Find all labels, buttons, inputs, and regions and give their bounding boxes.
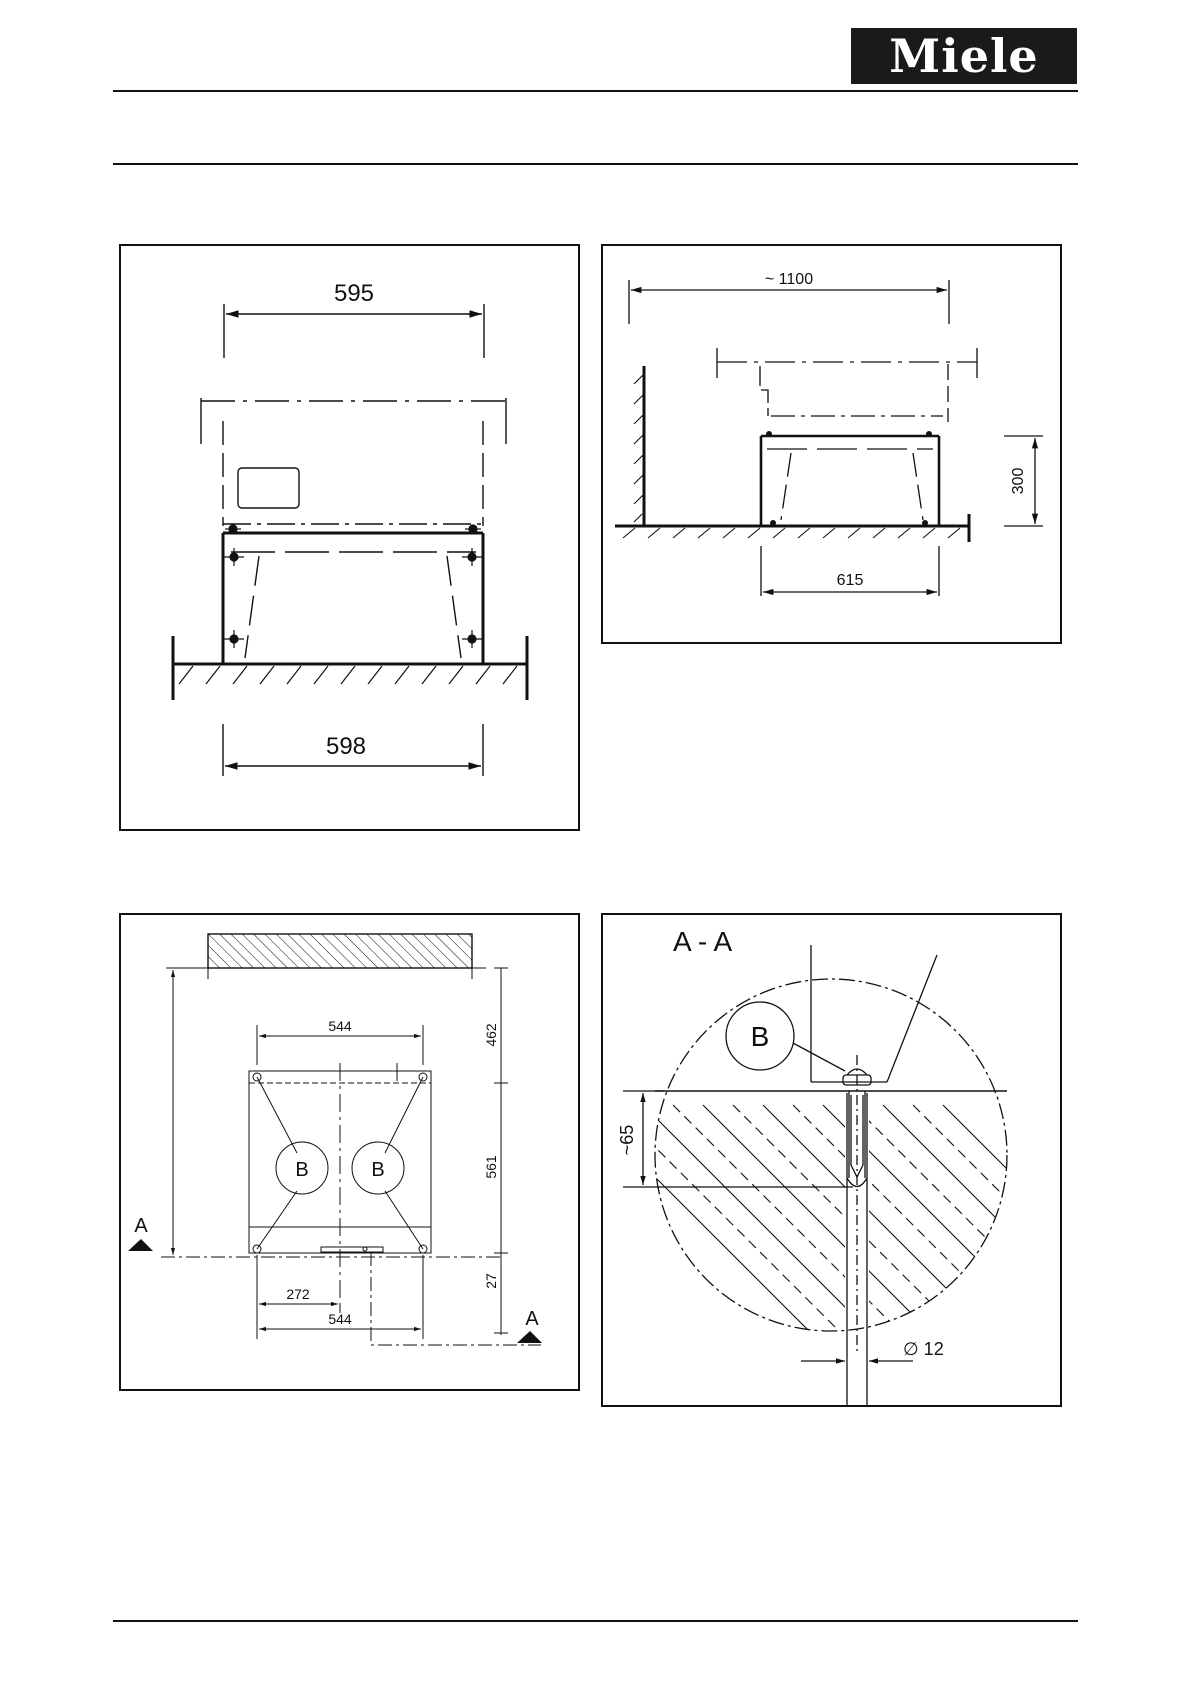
footer-rule (113, 1620, 1078, 1622)
plan-view-drawing: 544 272 544 462 561 27 B B A A (121, 915, 578, 1389)
wall-hatch (208, 934, 472, 968)
anchor-label-left: B (295, 1159, 308, 1181)
section-marker-left-icon (128, 1239, 153, 1251)
dim-height: 300 (1010, 468, 1027, 495)
section-label-left: A (134, 1215, 148, 1237)
miele-logo: Miele (851, 28, 1077, 84)
dim-anchor-depth: ~65 (617, 1125, 637, 1156)
plan-view-panel: 544 272 544 462 561 27 B B A A (119, 913, 580, 1391)
anchor-dot-icons (766, 431, 932, 526)
section-title: A - A (673, 926, 732, 957)
front-view-panel: 595 598 (119, 244, 580, 831)
header-rule-bottom (113, 163, 1078, 165)
dim-top-width: 595 (334, 280, 374, 307)
dim-depth-overall: ~ 1100 (765, 271, 813, 288)
dim-depth: 561 (483, 1155, 499, 1179)
dim-diameter: ∅ 12 (903, 1339, 944, 1359)
section-marker-right-icon (517, 1331, 542, 1343)
front-view-drawing: 595 598 (121, 246, 578, 829)
anchor-label-right: B (371, 1159, 384, 1181)
dim-dist-wall: 462 (483, 1023, 499, 1047)
section-detail-panel: A - A B ~65 ∅ 12 (601, 913, 1062, 1407)
side-view-panel: ~ 1100 300 615 (601, 244, 1062, 644)
dim-width-top: 544 (328, 1018, 352, 1034)
dim-half-width: 272 (286, 1286, 310, 1302)
dim-bottom-width: 598 (326, 733, 366, 760)
anchor-crosshair-icons (224, 525, 482, 648)
section-detail-drawing: A - A B ~65 ∅ 12 (603, 915, 1060, 1405)
dim-width-bottom: 544 (328, 1311, 352, 1327)
section-label-right: A (525, 1308, 539, 1330)
header-rule-top (113, 90, 1078, 92)
anchor-label: B (751, 1021, 770, 1052)
side-view-drawing: ~ 1100 300 615 (603, 246, 1060, 642)
dim-offset: 27 (483, 1273, 499, 1289)
dim-depth-plinth: 615 (837, 572, 864, 589)
